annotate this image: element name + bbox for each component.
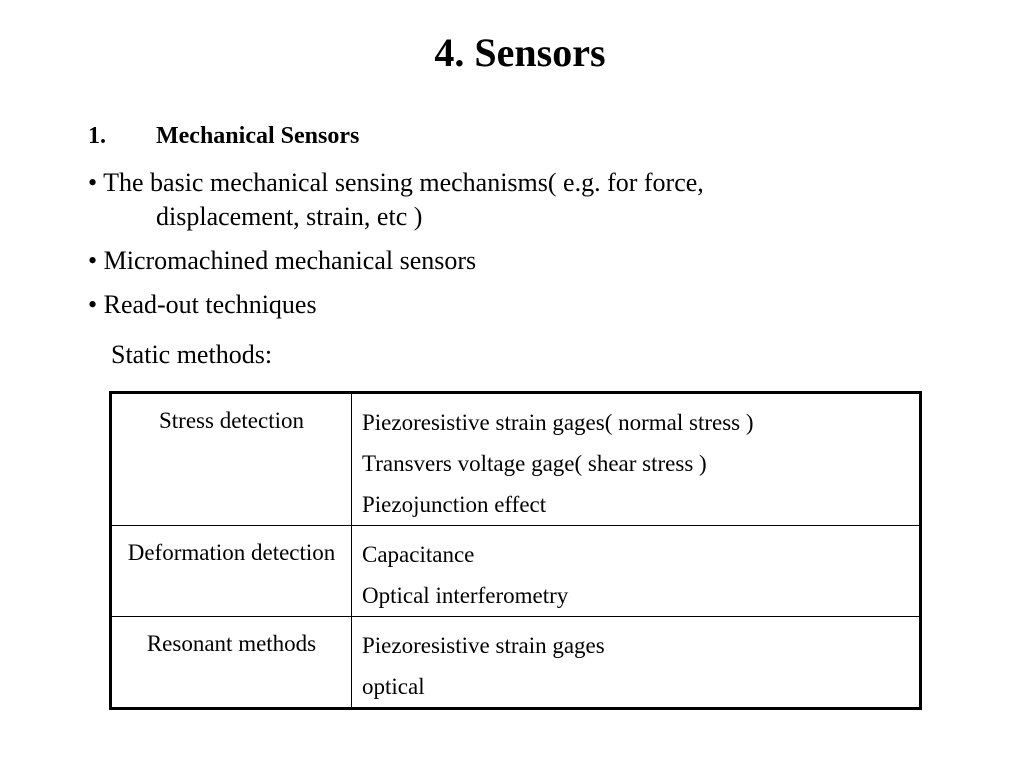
table-category-cell: Resonant methods [110, 616, 352, 709]
bullet-item: • The basic mechanical sensing mechanism… [88, 166, 948, 234]
bullet-list: • The basic mechanical sensing mechanism… [88, 166, 948, 332]
section-heading: 1. Mechanical Sensors [88, 120, 359, 152]
category-label: Deformation detection [127, 540, 336, 565]
bullet-continuation: displacement, strain, etc ) [156, 202, 423, 231]
method-item: Capacitance [362, 542, 475, 567]
category-label: Stress detection [159, 408, 304, 433]
bullet-text: • Micromachined mechanical sensors [88, 246, 477, 275]
static-methods-label: Static methods: [111, 340, 273, 369]
category-label: Resonant methods [146, 631, 317, 656]
bullet-text: • Read-out techniques [88, 290, 317, 319]
section-label: Mechanical Sensors [156, 123, 360, 149]
table-category-cell: Deformation detection [110, 525, 352, 617]
bullet-item: • Read-out techniques [88, 288, 948, 322]
section-number: 1. [88, 123, 106, 149]
table-items-cell: Capacitance Optical interferometry [351, 525, 921, 617]
method-item: Optical interferometry [362, 583, 569, 608]
bullet-text: • The basic mechanical sensing mechanism… [88, 168, 704, 197]
methods-table: Stress detection Piezoresistive strain g… [109, 391, 922, 710]
table-items-cell: Piezoresistive strain gages optical [351, 616, 921, 709]
bullet-item: • Micromachined mechanical sensors [88, 244, 948, 278]
slide-title: 4. Sensors [434, 30, 606, 75]
method-item: Transvers voltage gage( shear stress ) [362, 451, 707, 476]
table-category-cell: Stress detection [110, 392, 352, 526]
table-row: Resonant methods Piezoresistive strain g… [110, 616, 921, 709]
method-item: Piezoresistive strain gages [362, 633, 605, 658]
table-items-cell: Piezoresistive strain gages( normal stre… [351, 392, 921, 526]
table-row: Stress detection Piezoresistive strain g… [110, 392, 921, 526]
table-row: Deformation detection Capacitance Optica… [110, 525, 921, 617]
method-item: Piezojunction effect [362, 492, 547, 517]
method-item: Piezoresistive strain gages( normal stre… [362, 410, 754, 435]
method-item: optical [362, 674, 425, 699]
